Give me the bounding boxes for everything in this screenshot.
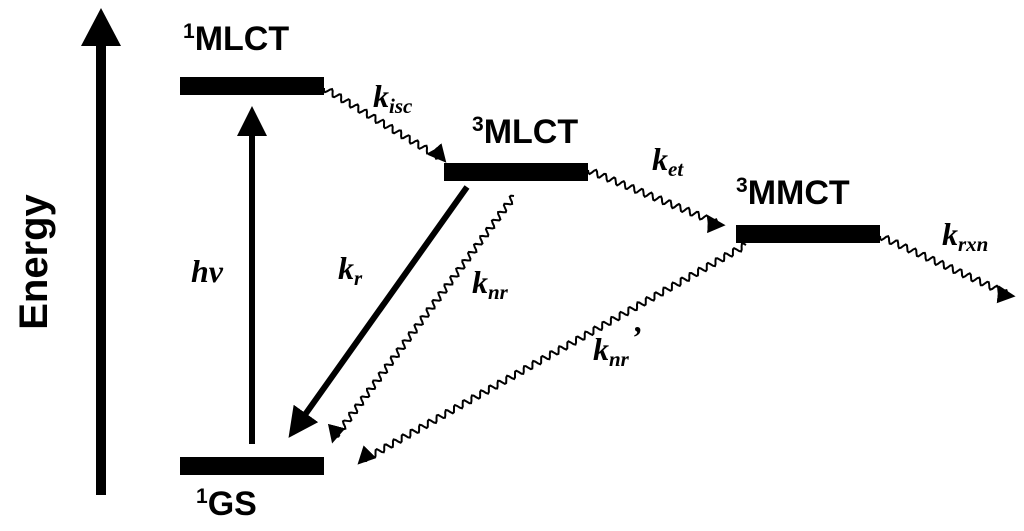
state-sup-3mlct: 3: [472, 113, 484, 136]
rate-ket-sub: et: [668, 157, 684, 181]
energy-axis-arrowhead-icon: [81, 8, 121, 46]
arrow-radiative-kr: [288, 185, 470, 438]
rate-krxn-k: k: [942, 216, 958, 252]
rate-label-krxn: krxn: [942, 216, 988, 256]
rate-label-knr-prime: knr’: [593, 319, 642, 371]
rate-label-knr: knr: [472, 264, 509, 304]
energy-axis-label: Energy: [12, 193, 56, 329]
rate-knr2-prime: ’: [631, 319, 642, 355]
rate-kr-k: k: [338, 250, 354, 286]
rate-kr-sub: r: [354, 266, 363, 290]
state-sup-1gs: 1: [196, 485, 208, 508]
wavy-arrow-kisc: [322, 87, 447, 163]
rate-ket-k: k: [652, 141, 668, 177]
level-3mmct: [736, 225, 880, 243]
state-label-3mmct: 3MMCT: [736, 174, 850, 212]
wavy-arrow-ket: [587, 168, 726, 234]
state-sup-1mlct: 1: [183, 20, 195, 43]
state-sup-3mmct: 3: [736, 174, 748, 197]
rate-kisc-k: k: [373, 78, 389, 114]
wavy-arrow-knr-prime: [357, 242, 747, 465]
state-label-3mlct: 3MLCT: [472, 113, 578, 151]
state-name-1gs: GS: [208, 485, 257, 523]
state-label-1mlct: 1MLCT: [183, 20, 289, 58]
level-1gs: [180, 457, 324, 475]
level-3mlct: [444, 163, 588, 181]
state-name-3mmct: MMCT: [748, 174, 850, 212]
rate-label-kr: kr: [338, 250, 363, 290]
rate-label-hv: hv: [191, 253, 224, 289]
state-label-1gs: 1GS: [196, 485, 257, 523]
level-1mlct: [180, 77, 324, 95]
rate-knr-sub: nr: [488, 280, 509, 304]
rate-krxn-sub: rxn: [958, 232, 988, 256]
state-name-1mlct: MLCT: [195, 20, 290, 58]
rate-label-kisc: kisc: [373, 78, 413, 118]
rate-knr-k: k: [472, 264, 488, 300]
rate-kisc-sub: isc: [389, 94, 413, 118]
state-name-3mlct: MLCT: [484, 113, 579, 151]
rate-label-ket: ket: [652, 141, 684, 181]
wavy-arrow-knr: [327, 194, 515, 444]
rate-knr2-k: k: [593, 331, 609, 367]
energy-axis: Energy: [12, 8, 121, 495]
wavy-arrow-krxn: [879, 234, 1016, 304]
rate-knr2-sub: nr: [609, 347, 630, 371]
energy-axis-shaft: [96, 40, 106, 495]
